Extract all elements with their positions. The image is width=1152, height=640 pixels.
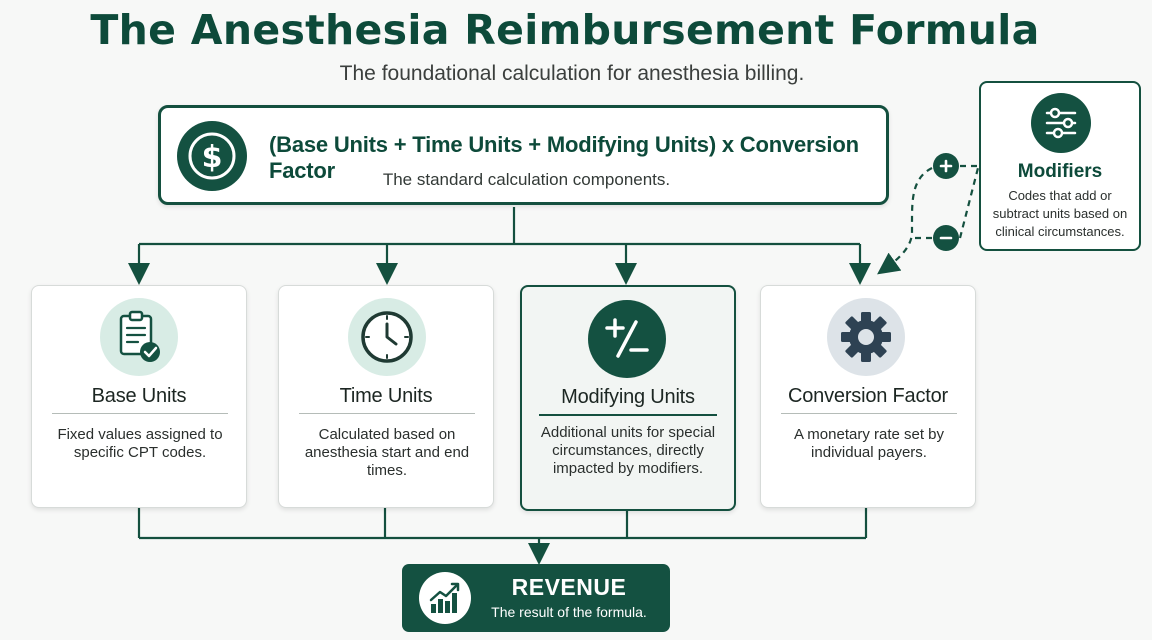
gear-icon — [827, 298, 905, 376]
modifiers-description: Codes that add or subtract units based o… — [992, 188, 1128, 239]
card-description: Additional units for special circumstanc… — [540, 424, 716, 477]
revenue-box: REVENUE The result of the formula. — [402, 564, 670, 632]
svg-text:$: $ — [202, 140, 223, 175]
modifiers-box: Modifiers Codes that add or subtract uni… — [979, 81, 1141, 251]
card-divider — [52, 413, 228, 414]
page-subtitle: The foundational calculation for anesthe… — [339, 62, 805, 85]
formula-text: (Base Units + Time Units + Modifying Uni… — [269, 132, 859, 183]
revenue-subtitle: The result of the formula. — [491, 604, 647, 620]
card-divider — [781, 413, 957, 414]
card-title: Conversion Factor — [788, 385, 948, 407]
card-time-units: Time Units Calculated based on anesthesi… — [278, 285, 494, 508]
card-description: Calculated based on anesthesia start and… — [304, 426, 470, 479]
card-title: Time Units — [339, 385, 433, 407]
card-conversion-factor: Conversion Factor A monetary rate set by… — [760, 285, 976, 508]
formula-subtitle: The standard calculation components. — [382, 170, 671, 189]
dollar-icon: $ — [177, 121, 247, 191]
clipboard-check-icon — [100, 298, 178, 376]
card-base-units: Base Units Fixed values assigned to spec… — [31, 285, 247, 508]
card-description: Fixed values assigned to specific CPT co… — [57, 426, 223, 461]
formula-box: $ (Base Units + Time Units + Modifying U… — [158, 105, 889, 205]
card-description: A monetary rate set by individual payers… — [793, 426, 945, 461]
page-title: The Anesthesia Reimbursement Formula — [90, 6, 1040, 54]
sliders-icon — [1031, 93, 1091, 153]
clock-icon — [348, 298, 426, 376]
minus-icon — [933, 225, 959, 251]
card-divider — [539, 414, 717, 416]
revenue-title: REVENUE — [511, 574, 627, 600]
plus-icon — [933, 153, 959, 179]
card-divider — [299, 413, 475, 414]
card-title: Modifying Units — [561, 386, 695, 408]
card-title: Base Units — [91, 385, 187, 407]
card-modifying-units: Modifying Units Additional units for spe… — [520, 285, 736, 511]
modifiers-title: Modifiers — [1017, 161, 1103, 182]
plus-minus-icon — [588, 300, 666, 378]
chart-growth-icon — [419, 572, 471, 624]
